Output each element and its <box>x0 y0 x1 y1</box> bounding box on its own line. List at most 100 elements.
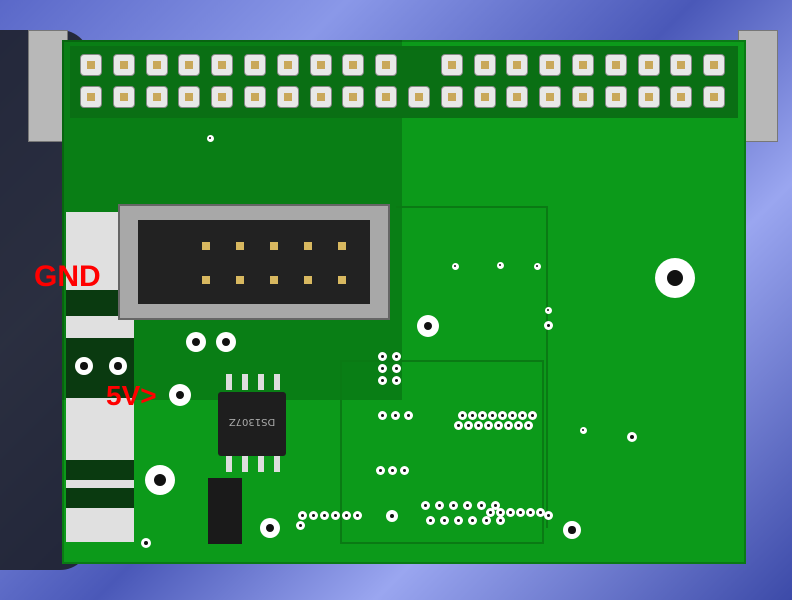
small-via <box>449 501 458 510</box>
small-via <box>331 511 340 520</box>
small-via <box>536 508 545 517</box>
small-via <box>421 501 430 510</box>
chip-leg <box>226 456 232 472</box>
small-via <box>435 501 444 510</box>
gnd-label: GND <box>34 260 101 293</box>
header-pin <box>473 86 496 108</box>
small-via <box>378 376 387 385</box>
small-via <box>296 521 305 530</box>
header-pin <box>604 86 627 108</box>
via-hole <box>206 134 214 142</box>
via-hole <box>579 426 587 434</box>
small-via <box>544 511 553 520</box>
small-via <box>426 516 435 525</box>
via-hole <box>655 258 695 298</box>
header-pin <box>112 86 135 108</box>
via-hole <box>386 510 398 522</box>
header-pin <box>703 54 726 76</box>
left-rail <box>28 30 68 142</box>
via-hole <box>451 262 459 270</box>
small-via <box>378 411 387 420</box>
via-hole <box>141 538 151 548</box>
via-hole <box>563 521 581 539</box>
small-via <box>309 511 318 520</box>
via-hole <box>417 315 439 337</box>
via-hole <box>169 384 191 406</box>
small-via <box>491 501 500 510</box>
header-pin <box>440 86 463 108</box>
small-via <box>496 508 505 517</box>
small-via <box>518 411 527 420</box>
small-via <box>388 466 397 475</box>
header-pin <box>342 54 365 76</box>
header-pin <box>572 86 594 108</box>
header-pin <box>408 86 430 108</box>
header-pin <box>375 86 398 108</box>
small-via <box>514 421 523 430</box>
small-via <box>298 511 307 520</box>
via-hole <box>216 332 236 352</box>
small-via <box>391 411 400 420</box>
small-via <box>353 511 362 520</box>
chip-leg <box>242 374 248 390</box>
rtc-chip: DS1307Z <box>218 392 286 456</box>
small-via <box>458 411 467 420</box>
header-pin <box>375 54 398 76</box>
small-via <box>478 411 487 420</box>
small-via <box>506 508 515 517</box>
small-via <box>320 511 329 520</box>
connector-pin <box>304 276 312 284</box>
header-pin <box>440 54 463 76</box>
small-via <box>342 511 351 520</box>
small-via <box>516 508 525 517</box>
small-via <box>494 421 503 430</box>
small-via <box>392 352 401 361</box>
via-hole <box>533 262 541 270</box>
connector-pin <box>270 242 278 250</box>
header-pin <box>703 86 726 108</box>
header-pin <box>276 86 299 108</box>
small-via <box>486 508 495 517</box>
header-pin <box>80 86 102 108</box>
small-via <box>378 352 387 361</box>
header-pin <box>211 54 234 76</box>
via-hole <box>496 261 504 269</box>
small-via <box>392 364 401 373</box>
header-pin <box>473 54 496 76</box>
small-via <box>504 421 513 430</box>
header-pin <box>539 86 562 108</box>
5v-label: 5V> <box>106 380 157 411</box>
via-hole <box>544 306 552 314</box>
via-hole <box>145 465 175 495</box>
header-pin <box>604 54 627 76</box>
header-pin <box>539 54 562 76</box>
header-pin <box>276 54 299 76</box>
strip-band <box>66 488 134 508</box>
connector-pin <box>236 276 244 284</box>
small-via <box>392 376 401 385</box>
header-pin <box>145 54 168 76</box>
header-pin <box>178 86 201 108</box>
connector-pin <box>236 242 244 250</box>
header-pin <box>506 86 529 108</box>
via-hole <box>109 357 127 375</box>
small-via <box>464 421 473 430</box>
via-hole <box>186 332 206 352</box>
via-hole <box>260 518 280 538</box>
strip-band <box>66 460 134 480</box>
header-pin <box>670 54 693 76</box>
small-via <box>544 321 553 330</box>
header-pin <box>80 54 102 76</box>
header-pin <box>637 54 660 76</box>
chip-leg <box>258 374 264 390</box>
small-via <box>404 411 413 420</box>
header-pin <box>637 86 660 108</box>
connector-pin <box>338 242 346 250</box>
small-via <box>524 421 533 430</box>
header-pin <box>309 54 332 76</box>
header-pin <box>342 86 365 108</box>
small-via <box>454 421 463 430</box>
chip-leg <box>274 374 280 390</box>
header-pin <box>145 86 168 108</box>
small-via <box>482 516 491 525</box>
